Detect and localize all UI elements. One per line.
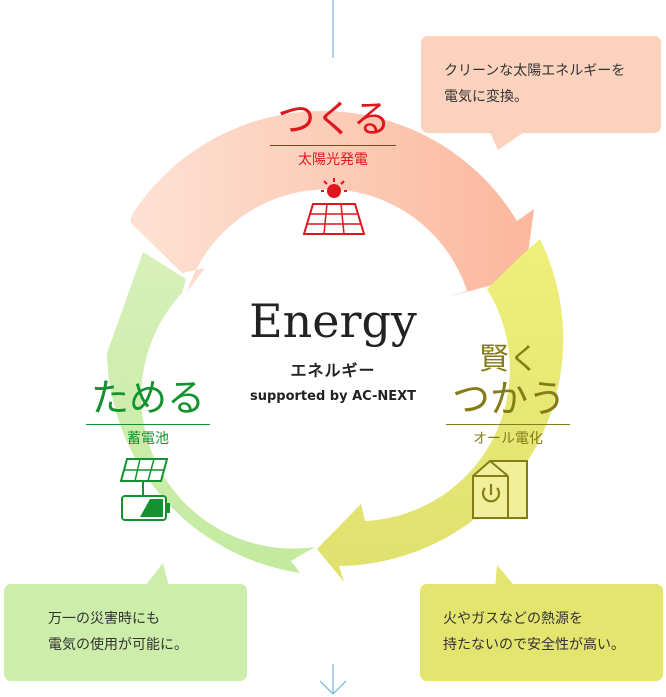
label-make: 太陽光発電	[298, 152, 368, 168]
bubble-use-line-2: 持たないので安全性が高い。	[443, 637, 625, 653]
cycle-segment-store	[107, 252, 315, 573]
bubble-tail-store	[142, 563, 170, 590]
bubble-store: 万一の災害時にも 電気の使用が可能に。	[4, 584, 247, 681]
heading-store: ためる	[90, 376, 205, 420]
divider-make	[270, 145, 396, 146]
label-store: 蓄電池	[127, 431, 169, 447]
cycle-segment-use	[317, 239, 564, 582]
bubble-store-line-1: 万一の災害時にも	[48, 611, 160, 627]
bubble-make-line-2: 電気に変換。	[444, 89, 528, 105]
bubble-make: クリーンな太陽エネルギーを 電気に変換。	[421, 36, 661, 133]
bubble-store-line-2: 電気の使用が可能に。	[48, 637, 188, 653]
divider-store	[86, 424, 210, 425]
battery-panel-icon	[119, 458, 170, 521]
center-credit: supported by AC-NEXT	[249, 389, 417, 404]
bubble-tail-make	[488, 128, 530, 150]
heading-make: つくる	[277, 97, 391, 141]
bubble-use: 火やガスなどの熱源を 持たないので安全性が高い。	[420, 584, 663, 681]
bottom-down-arrow-icon	[319, 664, 347, 695]
divider-use	[446, 424, 570, 425]
solar-panel-sun-icon	[302, 178, 366, 235]
center-subtitle: エネルギー	[290, 361, 376, 380]
heading-use-line-2: つかう	[451, 377, 566, 421]
house-power-icon	[472, 460, 528, 519]
center-title: Energy	[249, 294, 417, 348]
cycle-segment-make	[130, 111, 534, 297]
bubble-make-line-1: クリーンな太陽エネルギーを	[444, 63, 626, 79]
heading-use-line-1: 賢く	[479, 342, 539, 377]
bubble-use-line-1: 火やガスなどの熱源を	[443, 611, 583, 627]
label-use: オール電化	[473, 431, 543, 447]
bubble-tail-use	[495, 565, 518, 590]
